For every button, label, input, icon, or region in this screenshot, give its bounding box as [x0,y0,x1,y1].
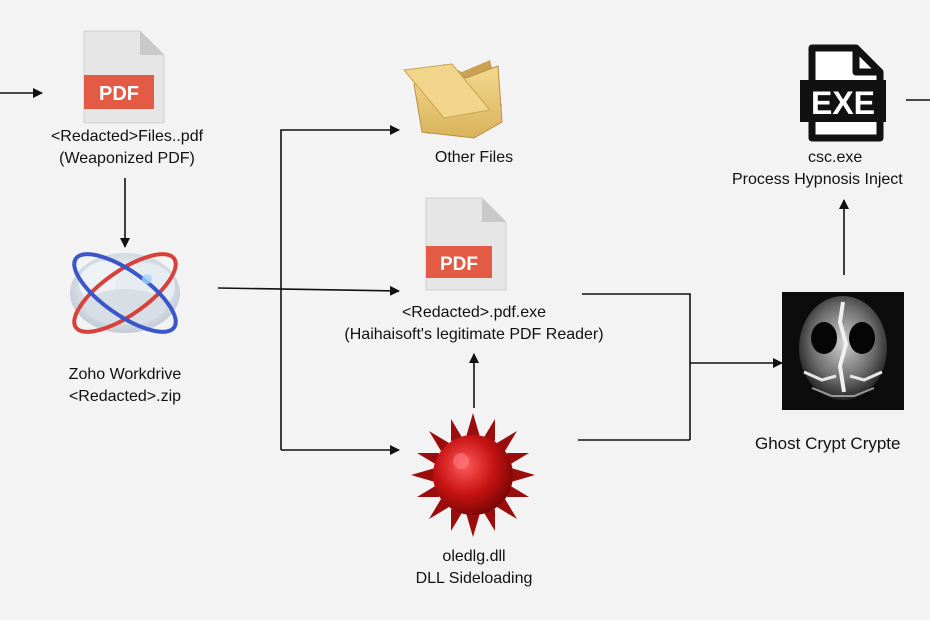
folder-icon [403,60,503,139]
pdf-file-icon: PDF [83,30,165,124]
csc-label: csc.exe Process Hypnosis Inject [724,147,930,191]
other-files-label: Other Files [354,147,594,169]
pdf-exe-description: (Haihaisoft's legitimate PDF Reader) [344,326,604,343]
pdf-doc-filename: <Redacted>Files..pdf [50,128,204,145]
dll-technique: DLL Sideloading [415,570,533,587]
arrow-zoho-to-pdf-exe [217,285,400,296]
pdf-badge-text: PDF [440,254,478,275]
line-pdf-exe-merge [582,293,691,440]
ghost-label: Ghost Crypt Crypte [755,433,930,455]
other-files-text: Other Files [434,149,514,166]
dll-filename: oledlg.dll [442,548,506,565]
exe-badge-text: EXE [811,85,875,121]
exe-file-icon: EXE [800,44,886,142]
zoho-archive-name: <Redacted>.zip [68,388,182,405]
zoho-workdrive-logo [70,252,180,334]
virus-icon [411,413,535,537]
pdf-badge-text: PDF [99,83,139,105]
zoho-service-name: Zoho Workdrive [68,366,182,383]
zoho-label: Zoho Workdrive <Redacted>.zip [5,364,245,408]
pdf-exe-label: <Redacted>.pdf.exe (Haihaisoft's legitim… [294,302,654,346]
pdf-file-icon: PDF [425,197,507,291]
csc-filename: csc.exe [808,149,863,166]
dll-label: oledlg.dll DLL Sideloading [354,546,594,590]
pdf-doc-label: <Redacted>Files..pdf (Weaponized PDF) [7,126,247,170]
ghost-mask-image [782,292,904,410]
ghost-crypter-name: Ghost Crypt Crypte [755,434,901,453]
pdf-doc-description: (Weaponized PDF) [59,150,195,167]
arrow-branch-to-other-files [280,125,400,450]
csc-technique: Process Hypnosis Inject [732,171,903,188]
pdf-exe-filename: <Redacted>.pdf.exe [401,304,547,321]
connectors [0,88,930,455]
